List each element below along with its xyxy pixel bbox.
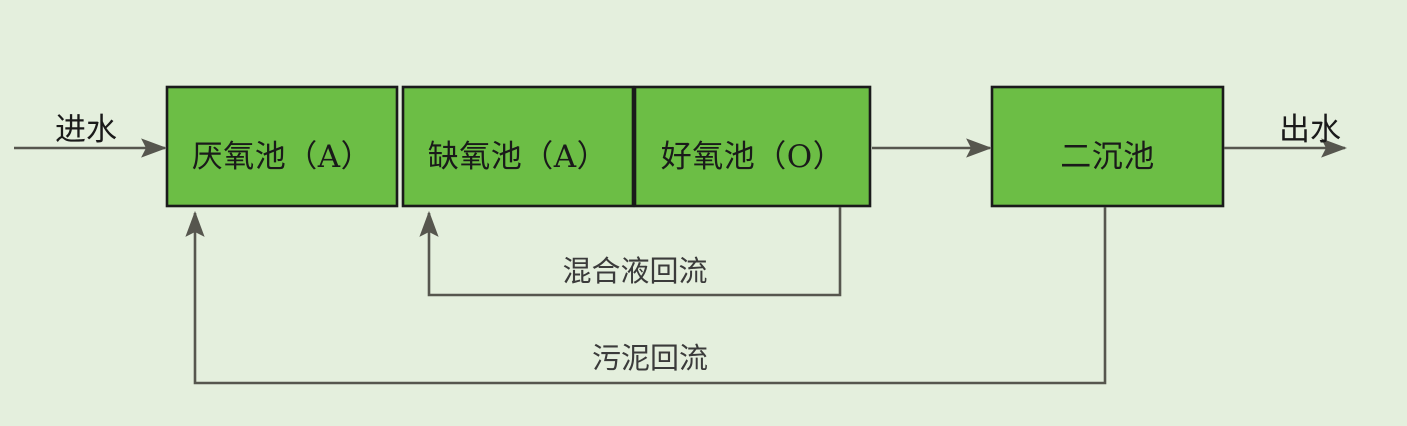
- tank-aerobic: [633, 85, 872, 208]
- mixed-liquor-return-label: 混合液回流: [562, 254, 708, 288]
- sludge-return-path: [185, 207, 1107, 385]
- mixed-liquor-return-path: [419, 207, 842, 297]
- tank-label-aerobic: 好氧池（O）: [660, 139, 845, 175]
- tank-anaerobic: [165, 85, 399, 208]
- tank-anoxic: [401, 85, 635, 208]
- influent-label: 进水: [55, 112, 117, 148]
- sludge-return-label: 污泥回流: [591, 341, 708, 375]
- tank-label-anaerobic: 厌氧池（A）: [191, 139, 373, 175]
- tank-secondary-clarifier: [990, 85, 1225, 208]
- tank-label-secondary-clarifier: 二沉池: [1060, 139, 1155, 175]
- tank-group: [165, 85, 1225, 208]
- effluent-label: 出水: [1279, 112, 1341, 148]
- tank-label-anoxic: 缺氧池（A）: [427, 139, 609, 175]
